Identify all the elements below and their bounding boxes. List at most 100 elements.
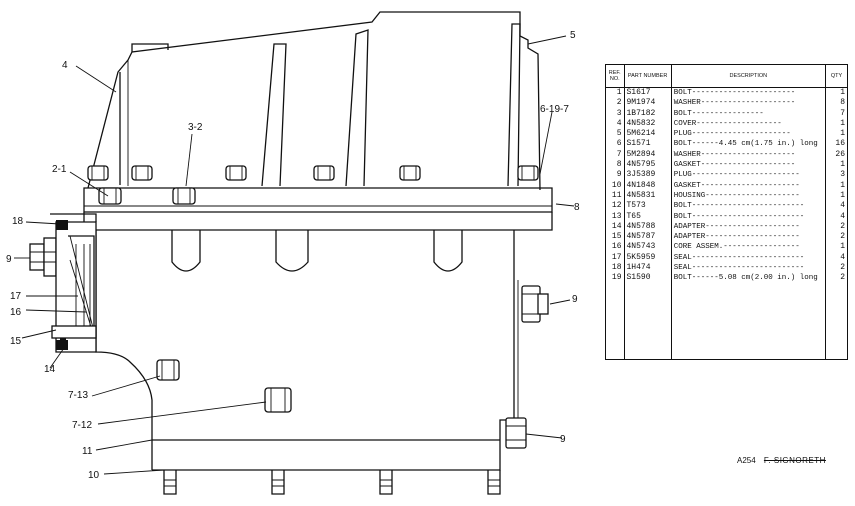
lower-bolts [156, 359, 292, 413]
core-assembly-section [50, 213, 97, 353]
cell-part: S1617 [623, 87, 672, 99]
table-header-row: REF. NO. PART NUMBER DESCRIPTION QTY [605, 64, 849, 88]
cell-ref: 18 [605, 263, 625, 274]
callout-11: 11 [82, 446, 93, 457]
bolt [98, 187, 122, 205]
bolt [131, 165, 153, 181]
callout-5: 5 [570, 30, 576, 41]
cell-ref: 13 [605, 211, 625, 222]
flange [83, 187, 553, 231]
cell-qty: 4 [824, 252, 849, 264]
cell-qty: 2 [824, 232, 849, 243]
callout-3-2: 3-2 [188, 122, 203, 133]
cell-desc: GASKET--------------------- [670, 160, 826, 171]
cell-ref: 2 [605, 98, 625, 109]
bolt [399, 165, 421, 181]
callout-9-bottom: 9 [560, 434, 566, 445]
cell-ref: 5 [605, 129, 625, 140]
cell-part: T573 [623, 201, 672, 212]
cell-desc: WASHER--------------------- [670, 149, 826, 161]
figure-struck-text: F. SIGNORETH [763, 456, 826, 465]
callout-7-12: 7-12 [72, 420, 92, 431]
leader-lines [14, 35, 575, 475]
cell-desc: WASHER--------------------- [670, 98, 826, 109]
cell-desc: COVER------------------- [670, 118, 826, 130]
cell-ref: 4 [605, 118, 625, 130]
callout-10: 10 [88, 470, 100, 481]
cell-desc: HOUSING--------------------- [670, 190, 826, 202]
cell-desc: ADAPTER--------------------- [670, 232, 826, 243]
header-part-number: PART NUMBER [623, 64, 672, 88]
cell-qty: 16 [824, 139, 849, 150]
cell-ref: 14 [605, 221, 625, 233]
exploded-parts-drawing: 5 4 3-2 6-19-7 2-1 8 18 9 9 17 16 15 14 … [6, 11, 580, 495]
cell-desc: PLUG---------------------- [670, 129, 826, 140]
cell-qty: 8 [824, 98, 849, 109]
cell-part: 4N5795 [623, 160, 672, 171]
cell-part: 5M2894 [623, 149, 672, 161]
callout-labels: 5 4 3-2 6-19-7 2-1 8 18 9 9 17 16 15 14 … [6, 30, 580, 481]
cell-qty: 1 [824, 160, 849, 171]
cell-ref: 8 [605, 160, 625, 171]
header-description: DESCRIPTION [670, 64, 826, 88]
housing [95, 230, 519, 471]
cover [87, 11, 541, 191]
bolt [517, 165, 539, 181]
cell-part: 4N1848 [623, 180, 672, 191]
cell-qty: 4 [824, 211, 849, 222]
cell-desc: PLUG------------------------ [670, 170, 826, 181]
lower-lobes [171, 230, 463, 272]
callout-16: 16 [10, 307, 22, 318]
cell-part: 1H474 [623, 263, 672, 274]
cell-desc: BOLT------5.08 cm(2.00 in.) long [670, 273, 826, 360]
bolt [172, 187, 196, 205]
cell-part: 5K5959 [623, 252, 672, 264]
header-qty: QTY [824, 64, 849, 88]
cell-desc: ADAPTER--------------------- [670, 221, 826, 233]
cell-desc: BOLT------------------------- [670, 211, 826, 222]
cell-qty: 1 [824, 87, 849, 99]
top-bolt-row [87, 165, 539, 181]
cell-part: 4N5743 [623, 242, 672, 253]
figure-note: A254 F. SIGNORETH [737, 456, 826, 465]
cell-part: 4N5832 [623, 118, 672, 130]
cell-desc: CORE ASSEM.----------------- [670, 242, 826, 253]
callout-7-13: 7-13 [68, 390, 88, 401]
cell-qty: 2 [824, 263, 849, 274]
cell-part: 1B7182 [623, 108, 672, 119]
cell-qty: 3 [824, 170, 849, 181]
cell-desc: BOLT---------------- [670, 108, 826, 119]
cell-qty: 7 [824, 108, 849, 119]
bolt [225, 165, 247, 181]
callout-14: 14 [44, 364, 56, 375]
cell-ref: 17 [605, 252, 625, 264]
left-plug [29, 237, 57, 277]
cell-desc: SEAL------------------------- [670, 263, 826, 274]
cell-ref: 7 [605, 149, 625, 161]
cell-qty: 1 [824, 180, 849, 191]
bolt [313, 165, 335, 181]
cell-ref: 1 [605, 87, 625, 99]
bolt [87, 165, 109, 181]
flange-bolts [98, 187, 196, 205]
bottom-studs [163, 470, 501, 495]
callout-18: 18 [12, 216, 24, 227]
callout-9-right: 9 [572, 294, 578, 305]
bolt [156, 359, 180, 381]
cell-desc: GASKET---------------------- [670, 180, 826, 191]
callout-9-left: 9 [6, 254, 12, 265]
